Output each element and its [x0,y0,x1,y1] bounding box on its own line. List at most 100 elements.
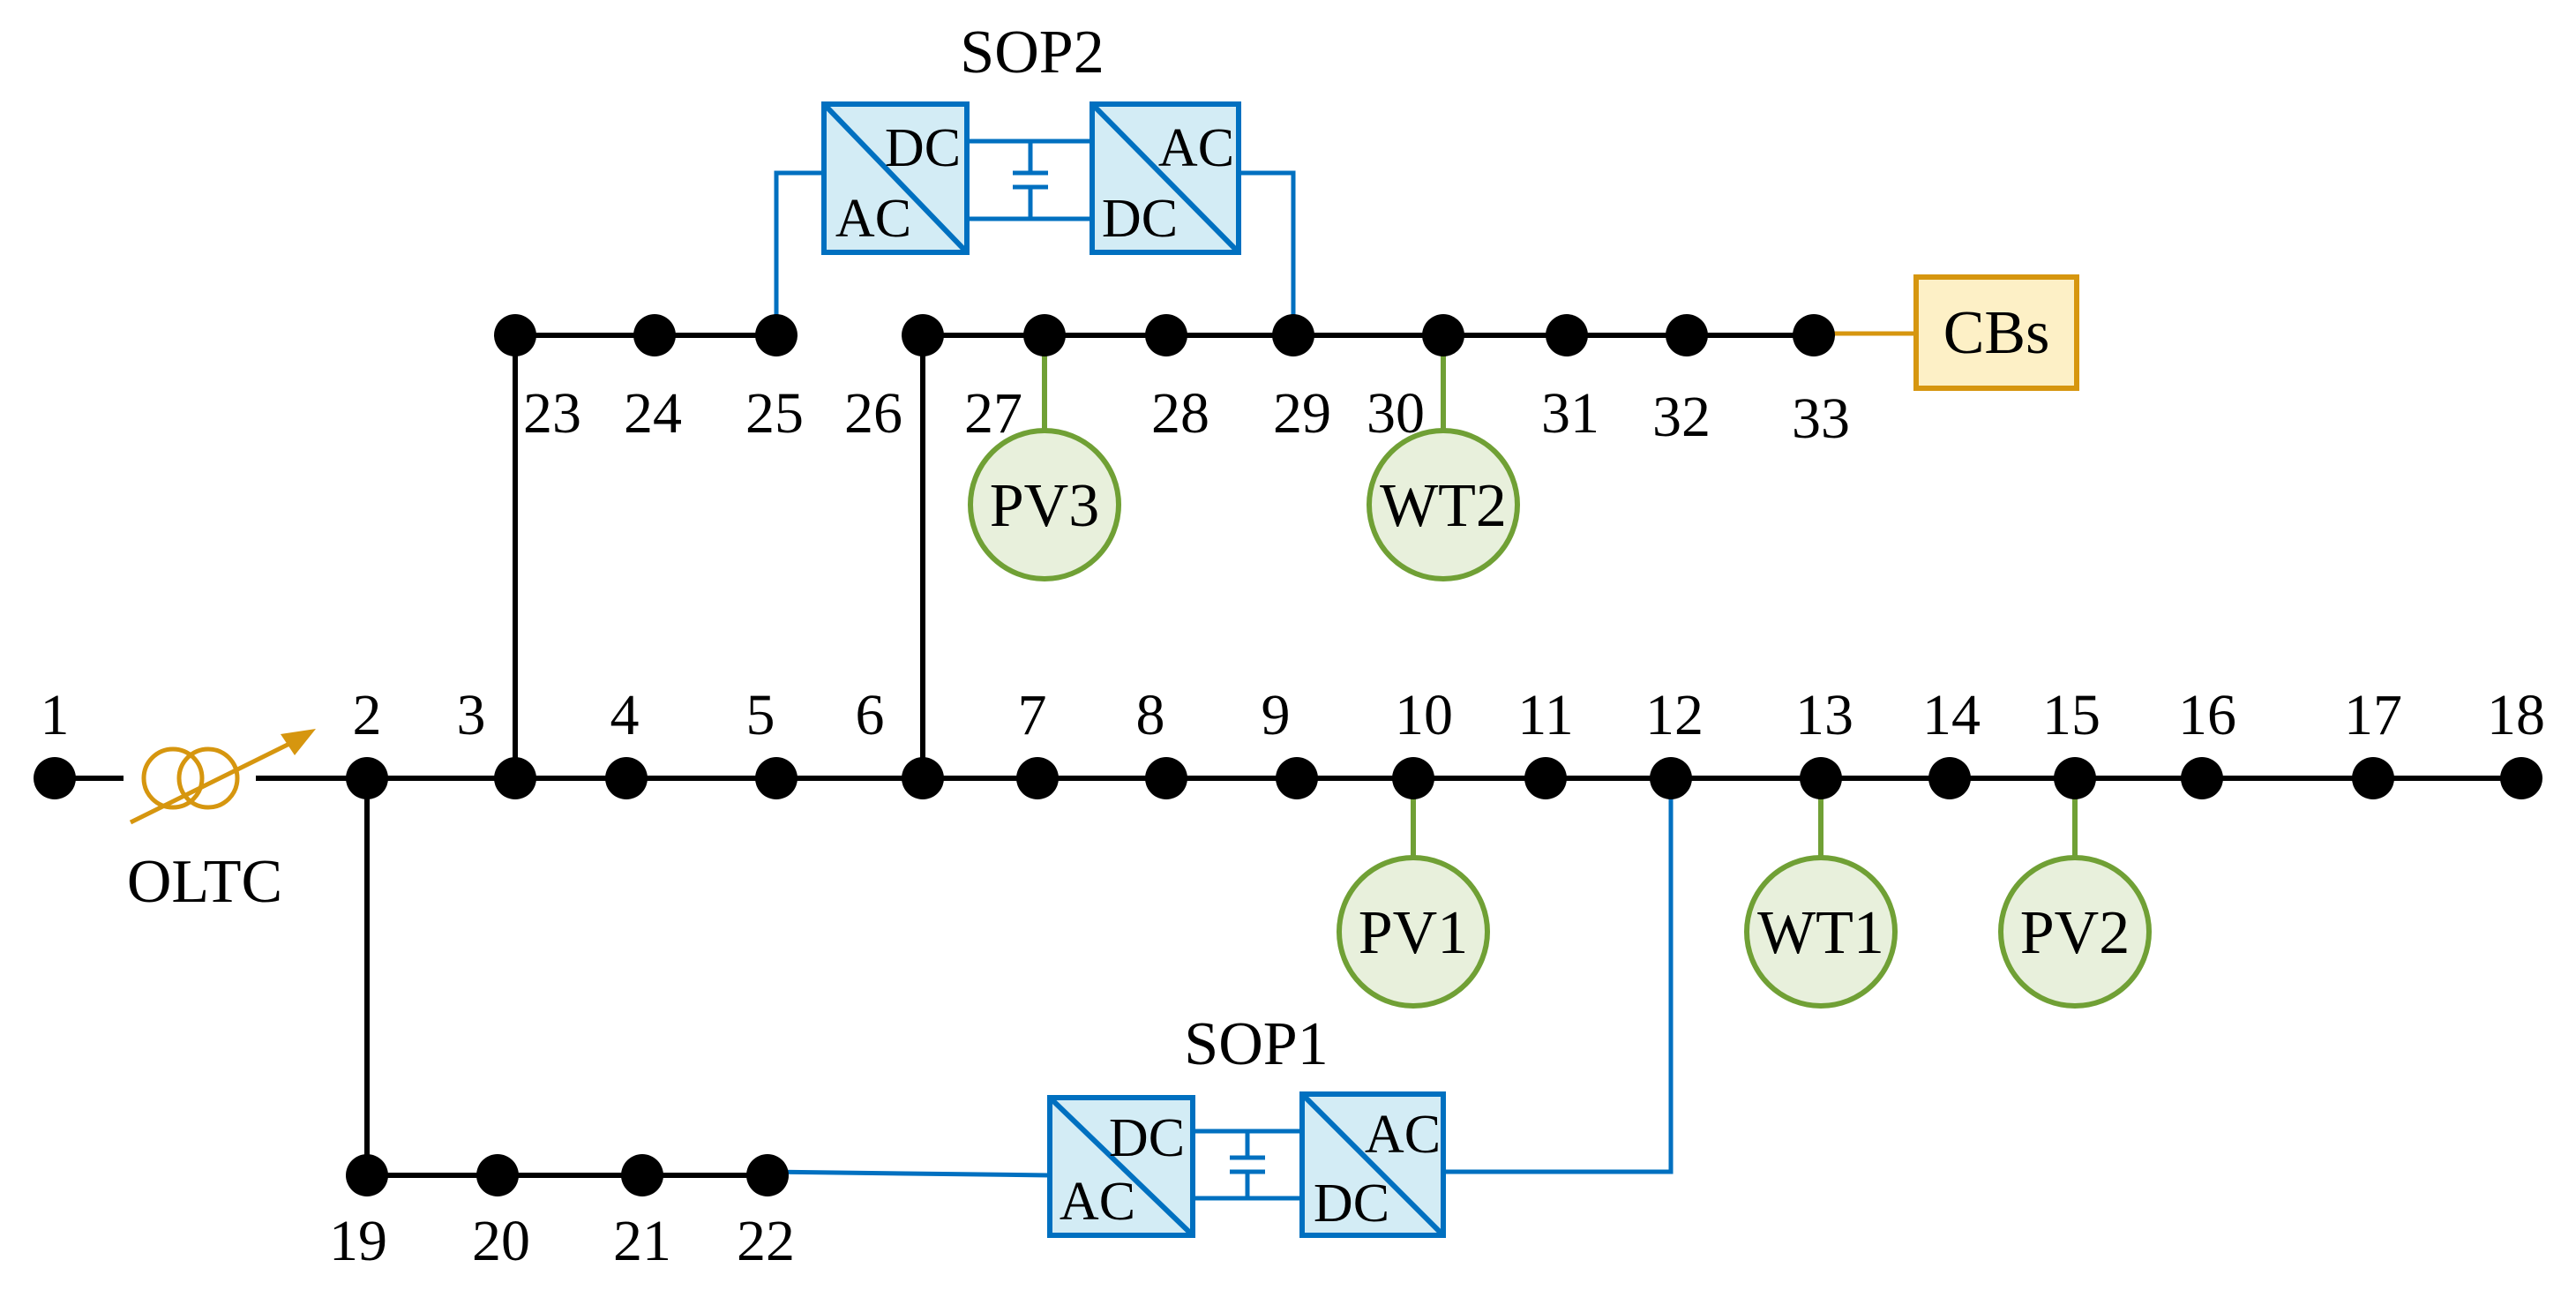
node-29-dot [1272,314,1314,356]
node-2-label: 2 [353,683,382,747]
node-10-label: 10 [1395,683,1453,747]
generator-pv1: PV1 [1337,778,1490,1009]
generator-wt1: WT1 [1744,778,1898,1009]
generators: PV3 WT2 PV1 WT1 PV2 [968,335,2152,1009]
sop1-link-node-12 [1443,778,1674,1174]
node-13-dot [1800,757,1842,799]
node-11-dot [1524,757,1567,799]
node-6-dot [902,757,944,799]
node-16-dot [2181,757,2223,799]
sop1-label: SOP1 [1184,1010,1328,1078]
sop2-link-node-25 [774,170,824,335]
sop1-left-converter-bottom-label: AC [1060,1172,1135,1232]
node-1-label: 1 [41,683,70,747]
node-30-label: 30 [1367,381,1425,446]
node-14-label: 14 [1922,683,1981,747]
wt1-circle [1744,855,1898,1009]
oltc-winding-1 [141,746,205,810]
oltc-tap-arrow-shaft [129,739,296,825]
node-31-dot [1546,314,1588,356]
sop2-right-converter-diagonal [1090,101,1241,255]
sop2: DC AC AC DC SOP2 [774,19,1296,335]
node-22-dot [746,1154,789,1196]
oltc-transformer: OLTC [124,729,316,916]
sop1: DC AC AC DC SOP1 [767,778,1674,1238]
sop1-right-converter-diagonal [1299,1091,1446,1238]
node-17-dot [2352,757,2394,799]
node-1-dot [34,757,76,799]
wt2-circle [1367,428,1520,581]
node-26-dot [902,314,944,356]
node-9-label: 9 [1262,683,1291,747]
generator-pv3: PV3 [968,335,1121,581]
generator-wt2: WT2 [1367,335,1520,581]
node-8-dot [1145,757,1187,799]
node-16-label: 16 [2178,683,2236,747]
cbs-label: CBs [1943,299,2050,367]
wt1-label: WT1 [1757,899,1884,967]
cbs-box [1913,274,2079,391]
node-24-label: 24 [624,381,682,446]
oltc-winding-2 [176,746,240,810]
node-3-label: 3 [457,683,486,747]
node-18-label: 18 [2487,683,2545,747]
node-21-label: 21 [613,1209,671,1273]
node-15-label: 15 [2042,683,2100,747]
pv3-label: PV3 [990,472,1099,540]
node-29-label: 29 [1273,381,1331,446]
node-3-dot [494,757,536,799]
node-20-label: 20 [472,1209,530,1273]
node-25-label: 25 [745,381,804,446]
node-7-dot [1016,757,1059,799]
node-23-label: 23 [523,381,581,446]
node-5-label: 5 [746,683,775,747]
node-25-dot [755,314,798,356]
sop2-label: SOP2 [960,19,1104,86]
node-32-label: 32 [1652,385,1711,449]
pv2-label: PV2 [2020,899,2130,967]
oltc-label: OLTC [127,848,282,916]
node-28-dot [1145,314,1187,356]
node-13-label: 13 [1795,683,1853,747]
sop2-left-converter-bottom-label: AC [835,189,911,249]
sop2-link-node-29 [1239,170,1296,335]
node-32-dot [1666,314,1708,356]
node-17-label: 17 [2344,683,2402,747]
sop1-left-converter-top-label: DC [1109,1108,1185,1168]
node-23-dot [494,314,536,356]
sop1-right-converter-bottom-label: DC [1314,1174,1389,1234]
node-11-label: 11 [1517,683,1574,747]
node-28-label: 28 [1151,381,1209,446]
node-14-dot [1928,757,1971,799]
node-7-label: 7 [1018,683,1047,747]
pv3-circle [968,428,1121,581]
node-2-dot [346,757,388,799]
node-10-dot [1392,757,1434,799]
node-12-dot [1650,757,1692,799]
node-20-dot [476,1154,519,1196]
sop1-link-node-22 [767,1169,1051,1178]
node-26-label: 26 [844,381,902,446]
node-19-label: 19 [329,1209,387,1273]
sop1-right-converter-top-label: AC [1365,1105,1441,1165]
pv1-circle [1337,855,1490,1009]
node-5-dot [755,757,798,799]
sop2-right-converter-top-label: AC [1158,118,1234,178]
sop1-left-converter-diagonal [1047,1095,1195,1238]
oltc-arrow-head-icon [281,729,316,755]
node-22-label: 22 [737,1209,795,1273]
node-33-dot [1793,314,1835,356]
node-27-dot [1023,314,1066,356]
node-33-label: 33 [1792,386,1850,451]
sop2-left-converter-top-label: DC [885,118,961,178]
node-8-label: 8 [1136,683,1165,747]
node-9-dot [1276,757,1318,799]
pv1-label: PV1 [1359,899,1468,967]
capacitor-banks: CBs [1814,274,2079,391]
node-4-dot [605,757,648,799]
node-12-label: 12 [1645,683,1704,747]
node-18-dot [2500,757,2542,799]
node-19-dot [346,1154,388,1196]
